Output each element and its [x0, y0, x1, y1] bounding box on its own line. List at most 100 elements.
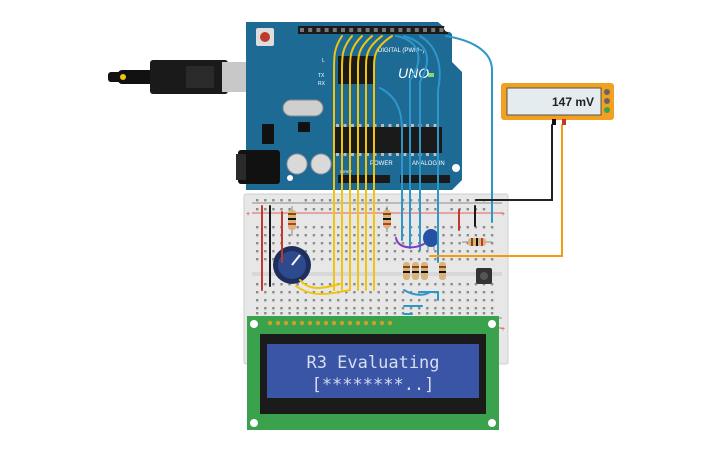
- breadboard-hole: [345, 312, 348, 315]
- probe-terminal-black: [552, 119, 556, 125]
- breadboard-hole: [304, 312, 307, 315]
- rail-hole: [272, 208, 275, 211]
- breadboard-hole: [466, 291, 469, 294]
- breadboard-hole: [377, 250, 380, 253]
- header-pin: [373, 28, 378, 32]
- resistor-r1[interactable]: [288, 206, 296, 236]
- ceramic-capacitor[interactable]: [423, 229, 439, 250]
- power-jack: [238, 150, 280, 184]
- mode-icon-ohm[interactable]: [604, 107, 610, 113]
- breadboard-hole: [401, 307, 405, 310]
- lcd-mount-hole: [250, 419, 258, 427]
- breadboard-hole: [353, 250, 356, 253]
- breadboard-hole: [385, 242, 388, 245]
- breadboard-hole: [328, 242, 332, 245]
- multimeter[interactable]: 147 mV: [501, 83, 614, 125]
- lcd-pin: [355, 320, 361, 326]
- resistor-r2[interactable]: [383, 206, 391, 232]
- breadboard-hole: [296, 234, 299, 237]
- breadboard-hole: [312, 291, 316, 294]
- breadboard-hole: [377, 307, 380, 310]
- header-pin: [398, 28, 403, 32]
- rail-hole: [434, 199, 437, 202]
- rail-hole: [482, 208, 486, 211]
- breadboard-hole: [490, 226, 494, 229]
- breadboard-hole: [304, 250, 307, 253]
- rail-hole: [304, 199, 307, 202]
- breadboard-hole: [288, 291, 291, 294]
- breadboard-hole: [426, 258, 429, 261]
- lcd-pin: [307, 320, 313, 326]
- mount-hole: [444, 24, 452, 32]
- breadboard-hole: [312, 283, 316, 286]
- rail-hole: [320, 199, 324, 202]
- breadboard-hole: [345, 242, 348, 245]
- breadboard-hole: [442, 234, 445, 237]
- chip-pin: [336, 124, 339, 127]
- breadboard-hole: [256, 242, 259, 245]
- breadboard-hole: [482, 291, 486, 294]
- breadboard-hole: [442, 299, 445, 302]
- breadboard-hole: [320, 258, 324, 261]
- breadboard-hole: [345, 234, 348, 237]
- chip-pin: [343, 153, 347, 156]
- breadboard-hole: [385, 250, 388, 253]
- breadboard-hole: [409, 226, 413, 229]
- header-pin: [414, 28, 419, 32]
- breadboard-hole: [450, 250, 453, 253]
- breadboard-hole: [345, 250, 348, 253]
- rail-plus-sign: +: [246, 211, 250, 218]
- rail-hole: [353, 208, 356, 211]
- chip-pin: [433, 153, 437, 156]
- breadboard-hole: [482, 234, 486, 237]
- rail-hole: [426, 208, 429, 211]
- purple-jumper-wire: [395, 237, 425, 249]
- breadboard-hole: [474, 234, 478, 237]
- breadboard-hole: [466, 250, 469, 253]
- lcd-module[interactable]: R3 Evaluating [********..]: [247, 316, 499, 430]
- breadboard-hole: [418, 250, 421, 253]
- yellow-data-wire: [373, 35, 393, 291]
- header-pin: [423, 28, 427, 32]
- breadboard-hole: [264, 312, 267, 315]
- breadboard-hole: [490, 258, 494, 261]
- breadboard-hole: [280, 291, 283, 294]
- breadboard-hole: [264, 242, 267, 245]
- chip-pin: [366, 124, 369, 127]
- breadboard-hole: [256, 226, 259, 229]
- breadboard-hole: [264, 291, 267, 294]
- chip-pin: [426, 153, 429, 156]
- pushbutton[interactable]: [476, 268, 492, 284]
- mode-icon-a[interactable]: [604, 89, 610, 95]
- breadboard-hole: [296, 299, 299, 302]
- rail-hole: [337, 208, 340, 211]
- breadboard-hole: [409, 283, 413, 286]
- breadboard-hole: [256, 307, 259, 310]
- breadboard-hole: [256, 258, 259, 261]
- breadboard-hole: [393, 312, 397, 315]
- breadboard-hole: [328, 234, 332, 237]
- resistor-bank[interactable]: [403, 262, 446, 280]
- potentiometer[interactable]: [273, 246, 311, 284]
- breadboard-hole: [426, 299, 429, 302]
- chip-pin: [388, 124, 392, 127]
- resistor-r3[interactable]: [462, 238, 492, 246]
- breadboard-hole: [272, 299, 275, 302]
- breadboard-hole: [272, 307, 275, 310]
- rail-hole: [304, 208, 307, 211]
- breadboard-hole: [458, 242, 461, 245]
- breadboard-hole: [337, 226, 340, 229]
- breadboard-hole: [466, 312, 469, 315]
- yellow-data-wire: [365, 35, 383, 291]
- breadboard-hole: [409, 250, 413, 253]
- mode-icon-v[interactable]: [604, 98, 610, 104]
- header-pin: [324, 28, 329, 32]
- breadboard-hole: [345, 291, 348, 294]
- breadboard-hole: [409, 307, 413, 310]
- orange-probe-wire: [429, 124, 563, 257]
- lcd-pin: [379, 320, 385, 326]
- breadboard-hole: [434, 299, 437, 302]
- breadboard-hole: [337, 258, 340, 261]
- breadboard-hole: [304, 242, 307, 245]
- rail-hole: [288, 208, 291, 211]
